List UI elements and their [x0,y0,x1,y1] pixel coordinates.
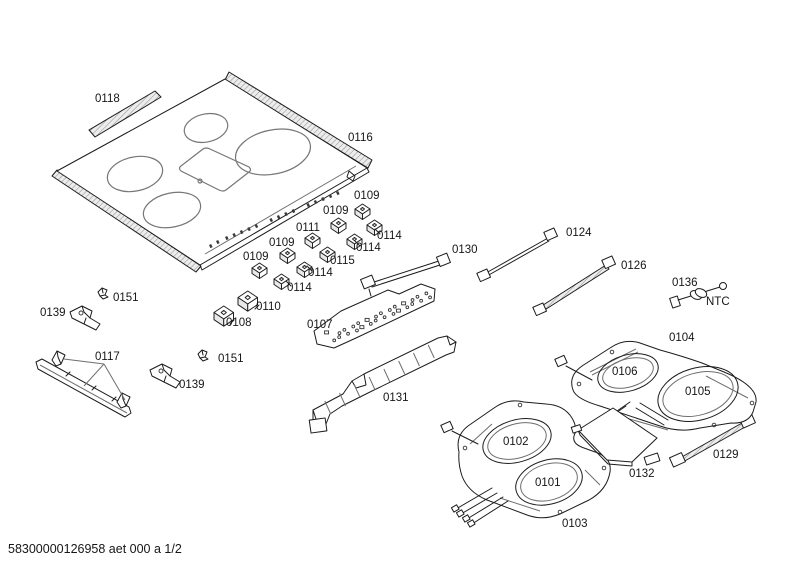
cable-0126 [532,255,617,317]
part-label-0115: 0115 [330,255,355,267]
part-label-0117: 0117 [95,351,120,363]
part-label-0103: 0103 [562,518,588,530]
part-label-0101: 0101 [535,477,561,489]
part-label-0108: 0108 [226,317,252,329]
part-label-0114: 0114 [287,282,312,294]
rail-ribs [324,344,435,415]
cooking-zone-rear-small [183,112,229,144]
coil-plate-0103 [440,400,611,528]
trim-strip-0118 [88,90,162,138]
part-label-0132: 0132 [629,468,655,480]
induction-coil-0106 [597,353,659,393]
switch-box [237,290,258,312]
part-label-0139: 0139 [40,307,66,319]
switch-box [354,203,371,220]
part-label-0151: 0151 [218,353,244,365]
switch-box [330,217,347,234]
part-label-0105: 0105 [685,386,711,398]
part-label-0136: 0136 [672,277,698,289]
part-label-0107: 0107 [307,319,333,331]
mounting-rail-0117 [35,350,132,418]
part-label-NTC: NTC [706,296,730,308]
part-label-0109: 0109 [354,190,380,202]
switch-box [366,219,383,236]
support-rail-0131 [308,335,457,434]
clip-0151-a [97,287,109,300]
part-label-0151: 0151 [113,292,139,304]
part-label-0139: 0139 [179,379,205,391]
cooking-zone-front [142,191,202,229]
part-label-0118: 0118 [95,93,120,105]
part-label-0129: 0129 [713,449,739,461]
switch-box [304,232,321,249]
switch-box [251,262,268,279]
label-leader-ticks [229,228,381,325]
part-label-0114: 0114 [356,242,381,254]
part-label-0130: 0130 [452,244,478,256]
part-label-0104: 0104 [669,332,695,344]
switch-box [346,233,363,250]
leader-lines-0117 [63,358,126,401]
glass-trim-bottom-left [51,169,202,273]
coil-wires-0103 [450,487,509,528]
clip-0151-b [197,349,209,362]
part-label-0109: 0109 [269,237,295,249]
part-label-0124: 0124 [566,227,592,239]
induction-coil-0102 [482,418,552,464]
part-label-0109: 0109 [323,205,349,217]
induction-coil-0105 [657,366,739,422]
ribbon-cable-0130 [360,252,451,297]
part-label-0111: 0111 [296,222,320,234]
glass-cooktop-panel [51,71,373,273]
control-board-0107 [313,283,436,349]
bracket-0139-a [69,305,101,331]
switch-box [296,261,313,278]
board-components [324,291,432,343]
part-label-0116: 0116 [348,132,373,144]
induction-coil-0101 [515,458,583,506]
glass-trim-top-right [224,71,373,169]
part-label-0114: 0114 [308,267,333,279]
cable-0124 [476,227,559,283]
part-label-0114: 0114 [377,230,402,242]
bracket-0139-b [149,363,181,389]
document-number: 58300000126958 aet 000 a 1/2 [8,542,182,556]
control-window [178,147,252,192]
coil-plate-0104 [554,340,757,431]
cooking-zone-right-large [234,128,312,176]
printed-control-symbols [209,190,340,249]
part-label-0110: 0110 [256,301,281,313]
shield-plate-0132 [570,407,661,467]
glass-surface [56,78,368,266]
switch-box [319,246,336,263]
switch-box [213,305,234,327]
ntc-sensor-0136 [669,282,727,309]
part-label-0131: 0131 [383,392,409,404]
cooking-zone-left [106,155,164,193]
part-label-0106: 0106 [612,366,638,378]
part-label-0109: 0109 [243,251,269,263]
switch-boxes [213,203,383,327]
switch-box [279,247,296,264]
part-label-0126: 0126 [621,260,647,272]
part-label-0102: 0102 [503,436,529,448]
